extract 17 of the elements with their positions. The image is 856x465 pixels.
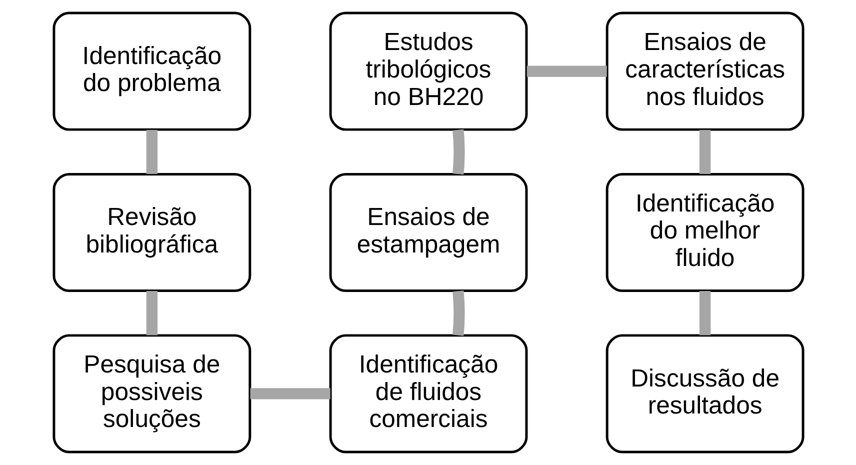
connector — [452, 129, 464, 175]
node-box: Estudos tribológicos no BH220 — [328, 12, 528, 131]
node-box: Ensaios de estampagem — [328, 172, 528, 292]
node-box: Identificação do melhor fluido — [605, 172, 804, 292]
node-box: Identificação do problema — [52, 12, 251, 131]
node-box: Pesquisa de possiveis soluções — [52, 334, 251, 454]
connector — [698, 291, 710, 336]
node-box: Discussão de resultados — [605, 334, 804, 454]
connector — [526, 66, 606, 77]
node-box: Ensaios de características nos fluidos — [605, 12, 804, 131]
connector — [698, 130, 710, 174]
connector — [146, 130, 158, 174]
connector — [250, 388, 330, 400]
node-box: Revisão bibliográfica — [52, 172, 251, 292]
node-box: Identificação de fluidos comerciais — [328, 334, 528, 454]
connector — [146, 291, 158, 336]
connector — [452, 290, 464, 336]
